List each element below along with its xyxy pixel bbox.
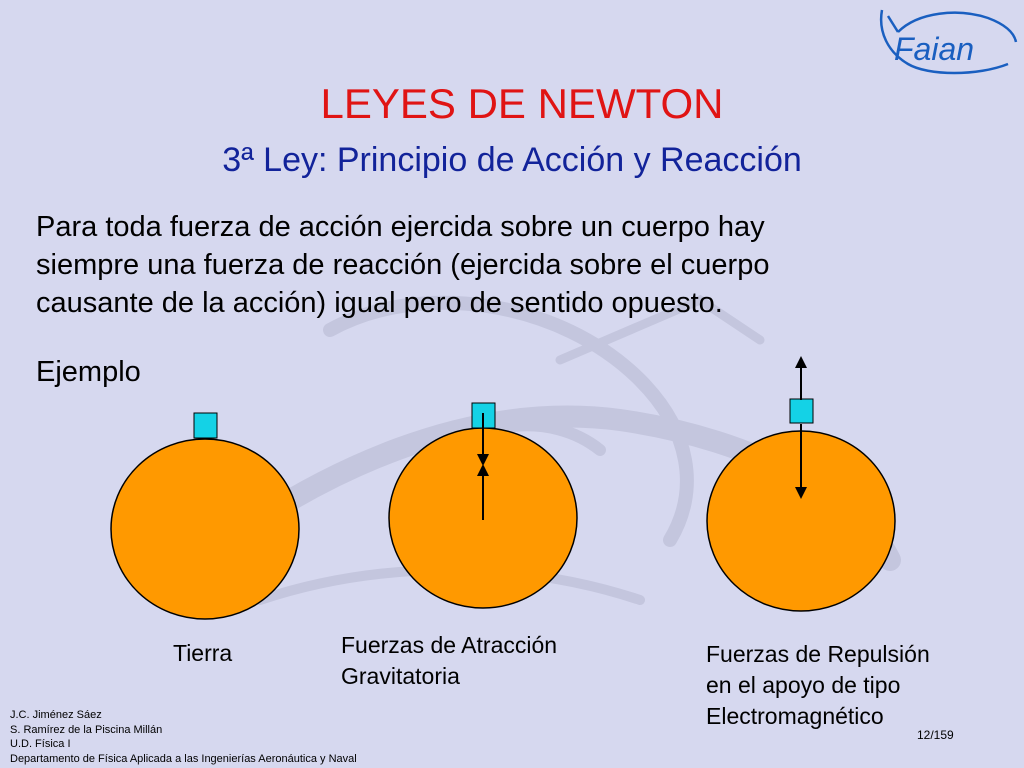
law-statement: Para toda fuerza de acción ejercida sobr… xyxy=(36,208,936,322)
footer-line: Departamento de Física Aplicada a las In… xyxy=(10,752,357,765)
caption-earth: Tierra xyxy=(173,638,232,669)
caption-electromagnetic-repulsion: Fuerzas de Repulsión en el apoyo de tipo… xyxy=(706,639,930,732)
faian-logo: Faian xyxy=(879,9,1018,75)
slide-subtitle: 3ª Ley: Principio de Acción y Reacción xyxy=(222,141,802,179)
caption-line: Electromagnético xyxy=(706,703,884,729)
law-statement-line: siempre una fuerza de reacción (ejercida… xyxy=(36,249,770,281)
caption-line: Fuerzas de Repulsión xyxy=(706,641,930,667)
footer-line: U.D. Física I xyxy=(10,738,71,750)
page-number: 12/159 xyxy=(917,728,954,742)
planet xyxy=(110,438,300,620)
caption-gravitational-attraction: Fuerzas de Atracción Gravitatoria xyxy=(341,630,557,692)
caption-line: Tierra xyxy=(173,640,233,666)
caption-line: Fuerzas de Atracción xyxy=(341,632,558,658)
footer-line: J.C. Jiménez Sáez xyxy=(10,709,102,721)
scenario-gravitational-attraction xyxy=(388,402,578,609)
caption-line: en el apoyo de tipo xyxy=(706,672,901,698)
caption-line: Gravitatoria xyxy=(341,663,460,689)
footer-credits: J.C. Jiménez Sáez S. Ramírez de la Pisci… xyxy=(10,708,357,766)
example-label: Ejemplo xyxy=(36,356,141,388)
block xyxy=(789,398,814,424)
law-statement-line: causante de la acción) igual pero de sen… xyxy=(36,287,723,319)
scenario-electromagnetic-repulsion xyxy=(706,356,896,612)
logo-text: Faian xyxy=(894,31,974,67)
block xyxy=(193,412,218,439)
scenario-earth xyxy=(110,412,300,620)
footer-line: S. Ramírez de la Piscina Millán xyxy=(10,723,163,736)
slide-title: LEYES DE NEWTON xyxy=(320,80,724,127)
law-statement-line: Para toda fuerza de acción ejercida sobr… xyxy=(36,211,765,243)
